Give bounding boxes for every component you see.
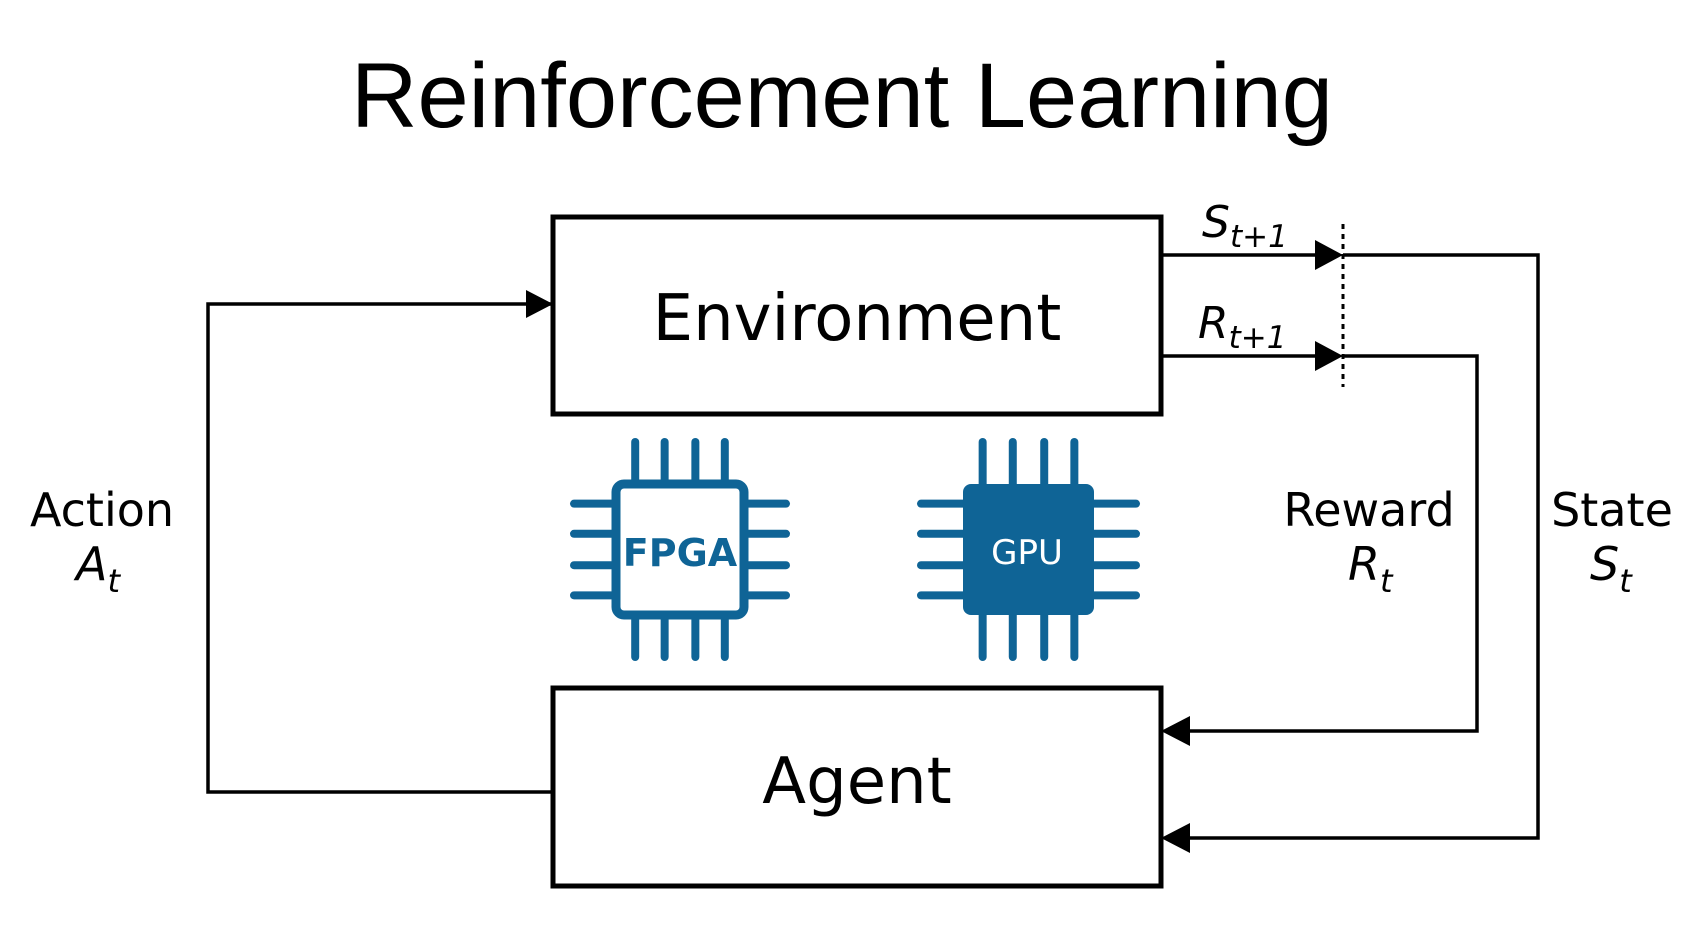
gpu-chip-icon xyxy=(917,438,1140,661)
next-reward-label: Rt+1 xyxy=(1198,298,1286,356)
reward-symbol: Rt xyxy=(1348,537,1394,600)
gpu-chip-body xyxy=(963,484,1094,615)
fpga-chip-label: FPGA xyxy=(623,531,738,575)
reward-feedback-arrowhead xyxy=(1161,716,1190,746)
state-symbol: St xyxy=(1590,537,1633,600)
next-state-label: St+1 xyxy=(1202,197,1288,255)
fpga-chip-icon xyxy=(570,438,790,661)
action-symbol: At xyxy=(73,537,121,600)
reward-word: Reward xyxy=(1283,483,1454,537)
next-state-arrowhead xyxy=(1315,240,1343,270)
action-word: Action xyxy=(30,483,174,537)
state-feedback-arrowhead xyxy=(1161,823,1190,853)
state-feedback-line xyxy=(1188,253,1540,840)
action-arrowhead xyxy=(526,290,553,318)
agent-box xyxy=(550,685,1164,889)
action-arrow xyxy=(206,302,553,794)
diagram-title: Reinforcement Learning xyxy=(351,45,1333,147)
fpga-chip-body xyxy=(611,479,749,620)
reward-feedback-line xyxy=(1188,354,1479,733)
gpu-chip-label: GPU xyxy=(991,533,1063,573)
next-reward-arrowhead xyxy=(1315,341,1343,371)
state-word: State xyxy=(1551,483,1673,537)
environment-box xyxy=(550,214,1164,417)
agent-label: Agent xyxy=(762,745,951,819)
environment-label: Environment xyxy=(653,282,1062,356)
